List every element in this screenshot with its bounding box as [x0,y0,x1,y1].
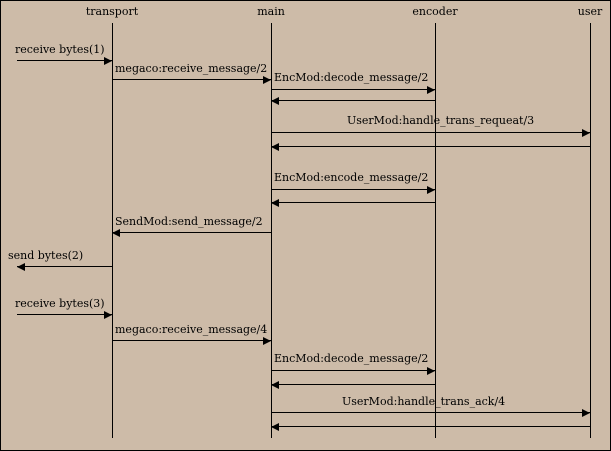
message-label-m7: EncMod:encode_message/2 [274,171,429,184]
message-line-m9 [112,232,271,233]
arrowhead-right-icon [104,311,112,319]
arrowhead-left-icon [17,263,25,271]
message-line-m15 [271,412,590,413]
arrowhead-left-icon [271,97,279,105]
arrowhead-left-icon [271,423,279,431]
message-line-m1 [17,60,112,61]
message-label-m11: receive bytes(3) [15,297,105,310]
arrowhead-left-icon [271,199,279,207]
message-line-m3 [271,89,435,90]
arrowhead-right-icon [427,367,435,375]
message-line-m11 [17,314,112,315]
message-label-m5: UserMod:handle_trans_requeat/3 [347,114,535,127]
message-line-m16 [271,426,590,427]
lifeline-label-user: user [577,5,603,18]
arrowhead-right-icon [104,57,112,65]
message-label-m10: send bytes(2) [8,249,84,262]
message-line-m12 [112,340,271,341]
lifeline-label-transport: transport [85,5,139,18]
arrowhead-right-icon [582,129,590,137]
message-label-m9: SendMod:send_message/2 [115,215,263,228]
arrowhead-left-icon [112,229,120,237]
message-line-m13 [271,370,435,371]
lifeline-label-encoder: encoder [412,5,458,18]
arrowhead-right-icon [427,186,435,194]
lifeline-line-user [590,23,591,438]
message-label-m13: EncMod:decode_message/2 [274,352,429,365]
arrowhead-left-icon [271,381,279,389]
message-line-m14 [271,384,435,385]
message-line-m5 [271,132,590,133]
arrowhead-right-icon [263,76,271,84]
message-line-m2 [112,79,271,80]
message-label-m3: EncMod:decode_message/2 [274,71,429,84]
message-line-m7 [271,189,435,190]
arrowhead-left-icon [271,143,279,151]
message-line-m8 [271,202,435,203]
message-label-m15: UserMod:handle_trans_ack/4 [342,395,506,408]
arrowhead-right-icon [427,86,435,94]
message-line-m6 [271,146,590,147]
message-line-m10 [17,266,112,267]
message-line-m4 [271,100,435,101]
lifeline-line-main [271,23,272,438]
message-label-m1: receive bytes(1) [15,43,105,56]
message-label-m2: megaco:receive_message/2 [115,62,268,75]
arrowhead-right-icon [582,409,590,417]
lifeline-line-encoder [435,23,436,438]
lifeline-label-main: main [257,5,285,18]
arrowhead-right-icon [263,337,271,345]
message-label-m12: megaco:receive_message/4 [115,323,268,336]
